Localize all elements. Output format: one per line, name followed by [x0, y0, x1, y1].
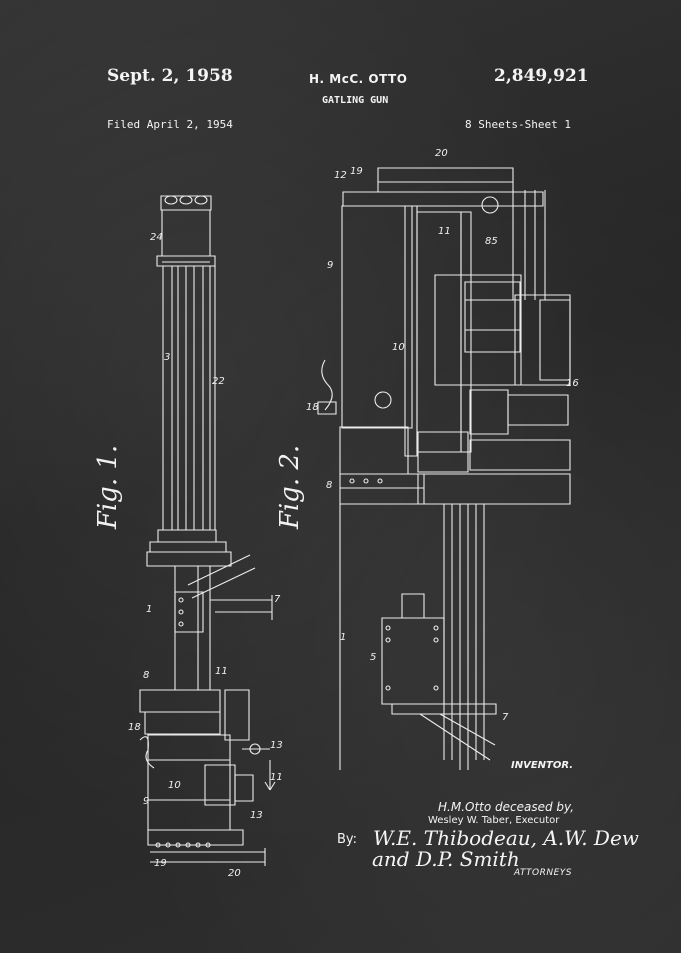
invention-title: GATLING GUN	[322, 95, 389, 106]
ref-numeral-10: 10	[168, 780, 181, 791]
by-label: By:	[337, 832, 358, 847]
fig2-drawing	[318, 168, 570, 770]
ref-numeral-13-b: 13	[250, 810, 263, 821]
attorneys-label: ATTORNEYS	[514, 868, 572, 878]
ref-numeral-85: 85	[485, 236, 498, 247]
ref-numeral-5: 5	[370, 652, 377, 663]
ref-numeral-8: 8	[143, 670, 150, 681]
ref-numeral-19: 19	[154, 858, 167, 869]
ref-numeral-18: 18	[128, 722, 141, 733]
ref-numeral-19-b: 19	[350, 166, 363, 177]
ref-numeral-12: 12	[334, 170, 347, 181]
filed-date: Filed April 2, 1954	[107, 118, 233, 131]
attorney-signature-line-2: and D.P. Smith	[372, 847, 520, 871]
ref-numeral-8-b: 8	[326, 480, 333, 491]
attorney-signature-line-1: W.E. Thibodeau, A.W. Dew	[373, 826, 639, 850]
ref-numeral-20: 20	[228, 868, 241, 879]
ref-numeral-11-c: 11	[438, 226, 451, 237]
ref-numeral-9: 9	[143, 796, 150, 807]
inventor-label: INVENTOR.	[511, 760, 574, 771]
figure-1-label: Fig. 1.	[93, 444, 124, 530]
ref-numeral-11-b: 11	[270, 772, 283, 783]
ref-numeral-7-b: 7	[502, 712, 509, 723]
ref-numeral-11: 11	[215, 666, 228, 677]
fig1-drawing	[140, 196, 275, 866]
ref-numeral-10-b: 10	[392, 342, 405, 353]
ref-numeral-1: 1	[146, 604, 153, 615]
ref-numeral-22: 22	[212, 376, 225, 387]
patent-number: 2,849,921	[494, 66, 589, 86]
ref-numeral-16: 16	[566, 378, 579, 389]
ref-numeral-7: 7	[274, 594, 281, 605]
ref-numeral-1-b: 1	[340, 632, 347, 643]
ref-numeral-20-b: 20	[435, 148, 448, 159]
executor-name: Wesley W. Taber, Executor	[428, 815, 560, 826]
figure-2-label: Fig. 2.	[275, 444, 306, 530]
inventor-name-header: H. McC. OTTO	[309, 72, 408, 86]
ref-numeral-18-b: 18	[306, 402, 319, 413]
ref-numeral-3: 3	[164, 352, 171, 363]
patent-date: Sept. 2, 1958	[107, 66, 233, 86]
ref-numeral-9-b: 9	[327, 260, 334, 271]
inventor-name: H.M.Otto deceased by,	[438, 800, 575, 814]
ref-numeral-24: 24	[150, 232, 163, 243]
sheet-count: 8 Sheets-Sheet 1	[465, 118, 571, 131]
ref-numeral-13: 13	[270, 740, 283, 751]
